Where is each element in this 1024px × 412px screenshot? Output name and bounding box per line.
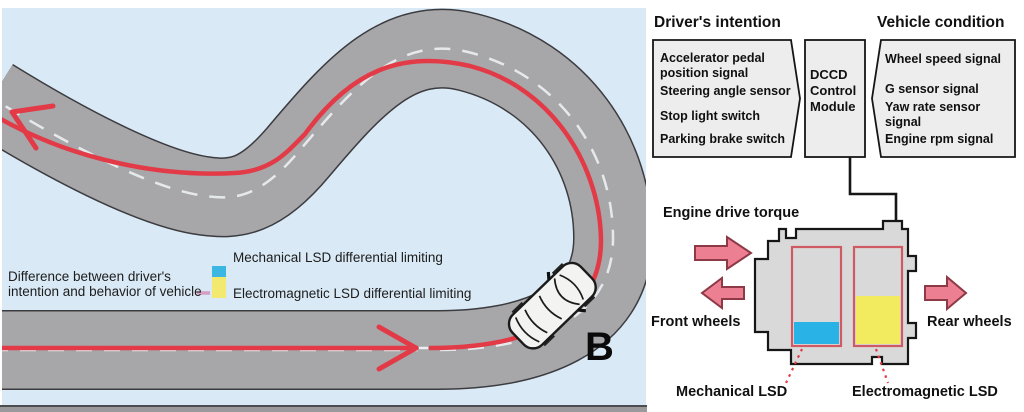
electromagnetic-lsd-label: Electromagnetic LSD — [852, 384, 998, 400]
engine-torque-label: Engine drive torque — [663, 205, 800, 221]
car — [507, 261, 597, 350]
engine-torque-arrow — [694, 235, 753, 271]
mechanical-gauge-outline — [790, 245, 843, 348]
driver-signal-stoplight: Stop light switch — [660, 109, 760, 123]
front-wheels-arrow — [700, 276, 745, 310]
driver-signal-parkingbrake: Parking brake switch — [660, 132, 786, 146]
legend-mechanical-label: Mechanical LSD differential limiting — [233, 250, 443, 265]
car-side-mirrors — [546, 271, 587, 313]
car-body-lines — [514, 274, 585, 343]
control-wire — [848, 157, 898, 229]
legend-electromagnetic-label: Electromagnetic LSD differential limitin… — [233, 286, 472, 301]
mechanical-gauge-fill — [794, 322, 839, 344]
driver-signal-accelerator: Accelerator pedal position signal — [660, 51, 765, 80]
dccd-control-module-label: DCCD Control Module — [810, 67, 857, 114]
vehicle-condition-box — [871, 39, 1016, 158]
legend-electromagnetic-swatch — [212, 277, 226, 298]
rear-wheels-arrow — [924, 274, 968, 312]
dccd-control-module-box — [804, 39, 866, 158]
path-arrowhead-bottom — [376, 324, 419, 372]
vehicle-signal-enginerpm: Engine rpm signal — [885, 132, 994, 146]
lane-divider-dashed-line — [2, 47, 615, 352]
vehicle-signal-gsensor: G sensor signal — [885, 82, 979, 96]
legend-difference-line1: Difference between driver's — [8, 269, 171, 284]
electromagnetic-gauge-fill — [856, 296, 900, 344]
vehicle-signal-wheelspeed: Wheel speed signal — [885, 52, 1002, 66]
vehicle-signal-yawrate: Yaw rate sensor signal — [885, 100, 981, 129]
driver-intention-box — [652, 39, 801, 158]
corner-b-label: B — [585, 325, 614, 369]
legend-mechanical-swatch — [212, 266, 226, 277]
panel-bottom-strip — [0, 407, 647, 412]
vehicle-condition-title: Vehicle condition — [877, 14, 1005, 31]
legend-difference-line2: intention and behavior of vehicle — [8, 284, 202, 299]
rear-wheels-label: Rear wheels — [927, 314, 1012, 330]
path-arrowhead-top-left — [9, 103, 56, 151]
panel-bottom-edge — [0, 405, 647, 408]
legend-difference-label: Difference between driver's intention an… — [8, 269, 202, 299]
electromagnetic-callout-line — [874, 348, 890, 384]
electromagnetic-gauge-outline — [852, 245, 904, 348]
driver-intention-title: Driver's intention — [654, 14, 781, 31]
front-wheels-label: Front wheels — [651, 314, 741, 330]
mechanical-lsd-label: Mechanical LSD — [676, 384, 788, 400]
driver-signal-steering: Steering angle sensor — [660, 84, 791, 98]
